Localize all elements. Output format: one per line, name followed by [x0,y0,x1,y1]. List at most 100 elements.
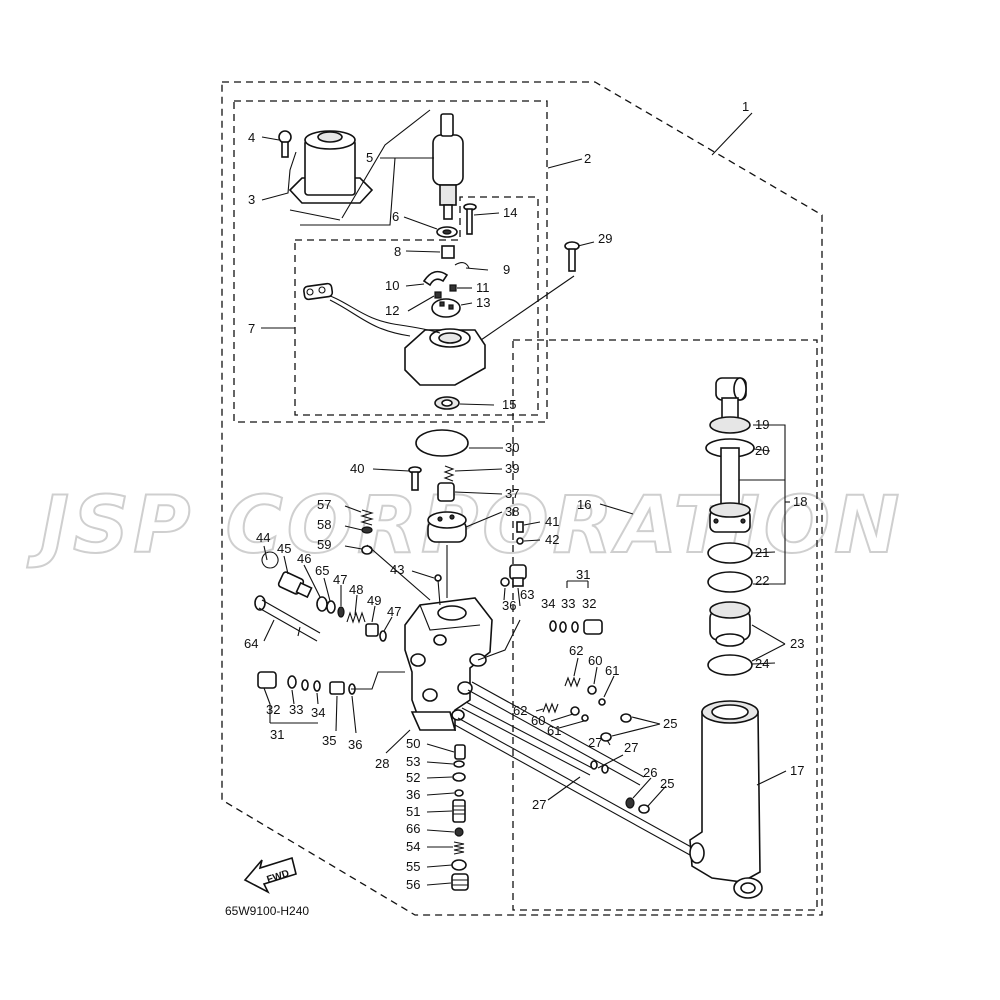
ball-66 [454,827,464,837]
spring-39 [443,465,455,482]
clip-9 [454,262,470,269]
callout: 20 [755,443,769,458]
ball-42 [516,537,524,545]
callout: 61 [547,723,561,738]
callout: 33 [289,702,303,717]
callout: 26 [643,765,657,780]
washer-58 [361,526,373,534]
o-ring-53 [453,760,465,768]
callout: 6 [392,209,399,224]
pump-body-28 [404,597,493,732]
callout: 62 [513,703,527,718]
valve-60-lower [570,706,580,716]
assembly-2-boundary [233,100,548,423]
callout: 41 [545,514,559,529]
callout: 34 [311,705,325,720]
diagram-code: 65W9100-H240 [225,904,309,918]
callout: 36 [502,598,516,613]
callout: 4 [248,130,255,145]
spring-62-lower [542,702,559,714]
callout: 27 [588,735,602,750]
o-ring-26 [625,797,635,809]
callout: 39 [505,461,519,476]
valve-35 [329,681,345,695]
callout: 38 [505,504,519,519]
o-ring-30 [415,429,469,457]
callout: 22 [755,573,769,588]
callout: 37 [505,486,519,501]
o-ring-extra-left [313,680,321,692]
screw-29 [564,241,580,272]
callout: 59 [317,537,331,552]
pipe-lower [454,717,694,856]
o-ring-36-right [549,620,557,632]
spring-54 [453,841,465,855]
pipe-middle [461,701,595,776]
callout: 15 [502,397,516,412]
callout: 56 [406,877,420,892]
callout: 18 [793,494,807,509]
assembly-1-boundary [221,81,823,916]
o-ring-55 [451,859,467,871]
pin-41 [516,521,524,533]
leader-lines [261,109,790,886]
o-ring-25a [620,713,632,723]
callout: 45 [277,541,291,556]
callout: 10 [385,278,399,293]
spring-48 [346,611,366,624]
callout: 61 [605,663,619,678]
callout: 62 [569,643,583,658]
valve-60-upper [587,685,597,695]
callout: 60 [588,653,602,668]
callout: 24 [755,656,769,671]
callout: 54 [406,839,420,854]
callout: 28 [375,756,389,771]
seal-15 [434,396,460,410]
callout: 64 [244,636,258,651]
motor-housing-3 [288,130,374,204]
callout: 3 [248,192,255,207]
plug-63 [509,564,527,587]
callout: 1 [742,99,749,114]
callout: 29 [598,231,612,246]
callout: 12 [385,303,399,318]
o-ring-34-left [301,679,309,691]
snap-ring-44 [261,551,279,569]
o-ring-47b [379,630,387,642]
cylinder-17 [689,700,763,899]
plug-45 [277,571,313,599]
fwd-arrow-icon: FWD [243,856,297,894]
brush-8 [441,245,455,259]
plug-50 [454,744,466,760]
callout: 31 [576,567,590,582]
o-ring-65 [316,596,328,612]
callout: 40 [350,461,364,476]
callout: 49 [367,593,381,608]
clip-10 [422,270,449,287]
callout: 46 [297,551,311,566]
callout: 32 [266,702,280,717]
callout: 34 [541,596,555,611]
callout: 48 [349,582,363,597]
callout: 36 [406,787,420,802]
callout: 13 [476,295,490,310]
callout: 21 [755,545,769,560]
callout: 7 [248,321,255,336]
screw-14 [463,203,477,235]
callout: 14 [503,205,517,220]
callout: 35 [322,733,336,748]
ball-61-upper [598,698,606,706]
o-ring-47a [337,606,345,618]
callout: 31 [270,727,284,742]
washer-59 [361,545,373,555]
ring-36-upper [500,577,510,587]
o-ring-27a [600,732,612,742]
callout: 2 [584,151,591,166]
o-ring-27c [601,764,609,774]
plug-56 [451,873,469,891]
callout: 27 [624,740,638,755]
plug-32-right [583,619,603,635]
callout: 55 [406,859,420,874]
callout: 36 [348,737,362,752]
